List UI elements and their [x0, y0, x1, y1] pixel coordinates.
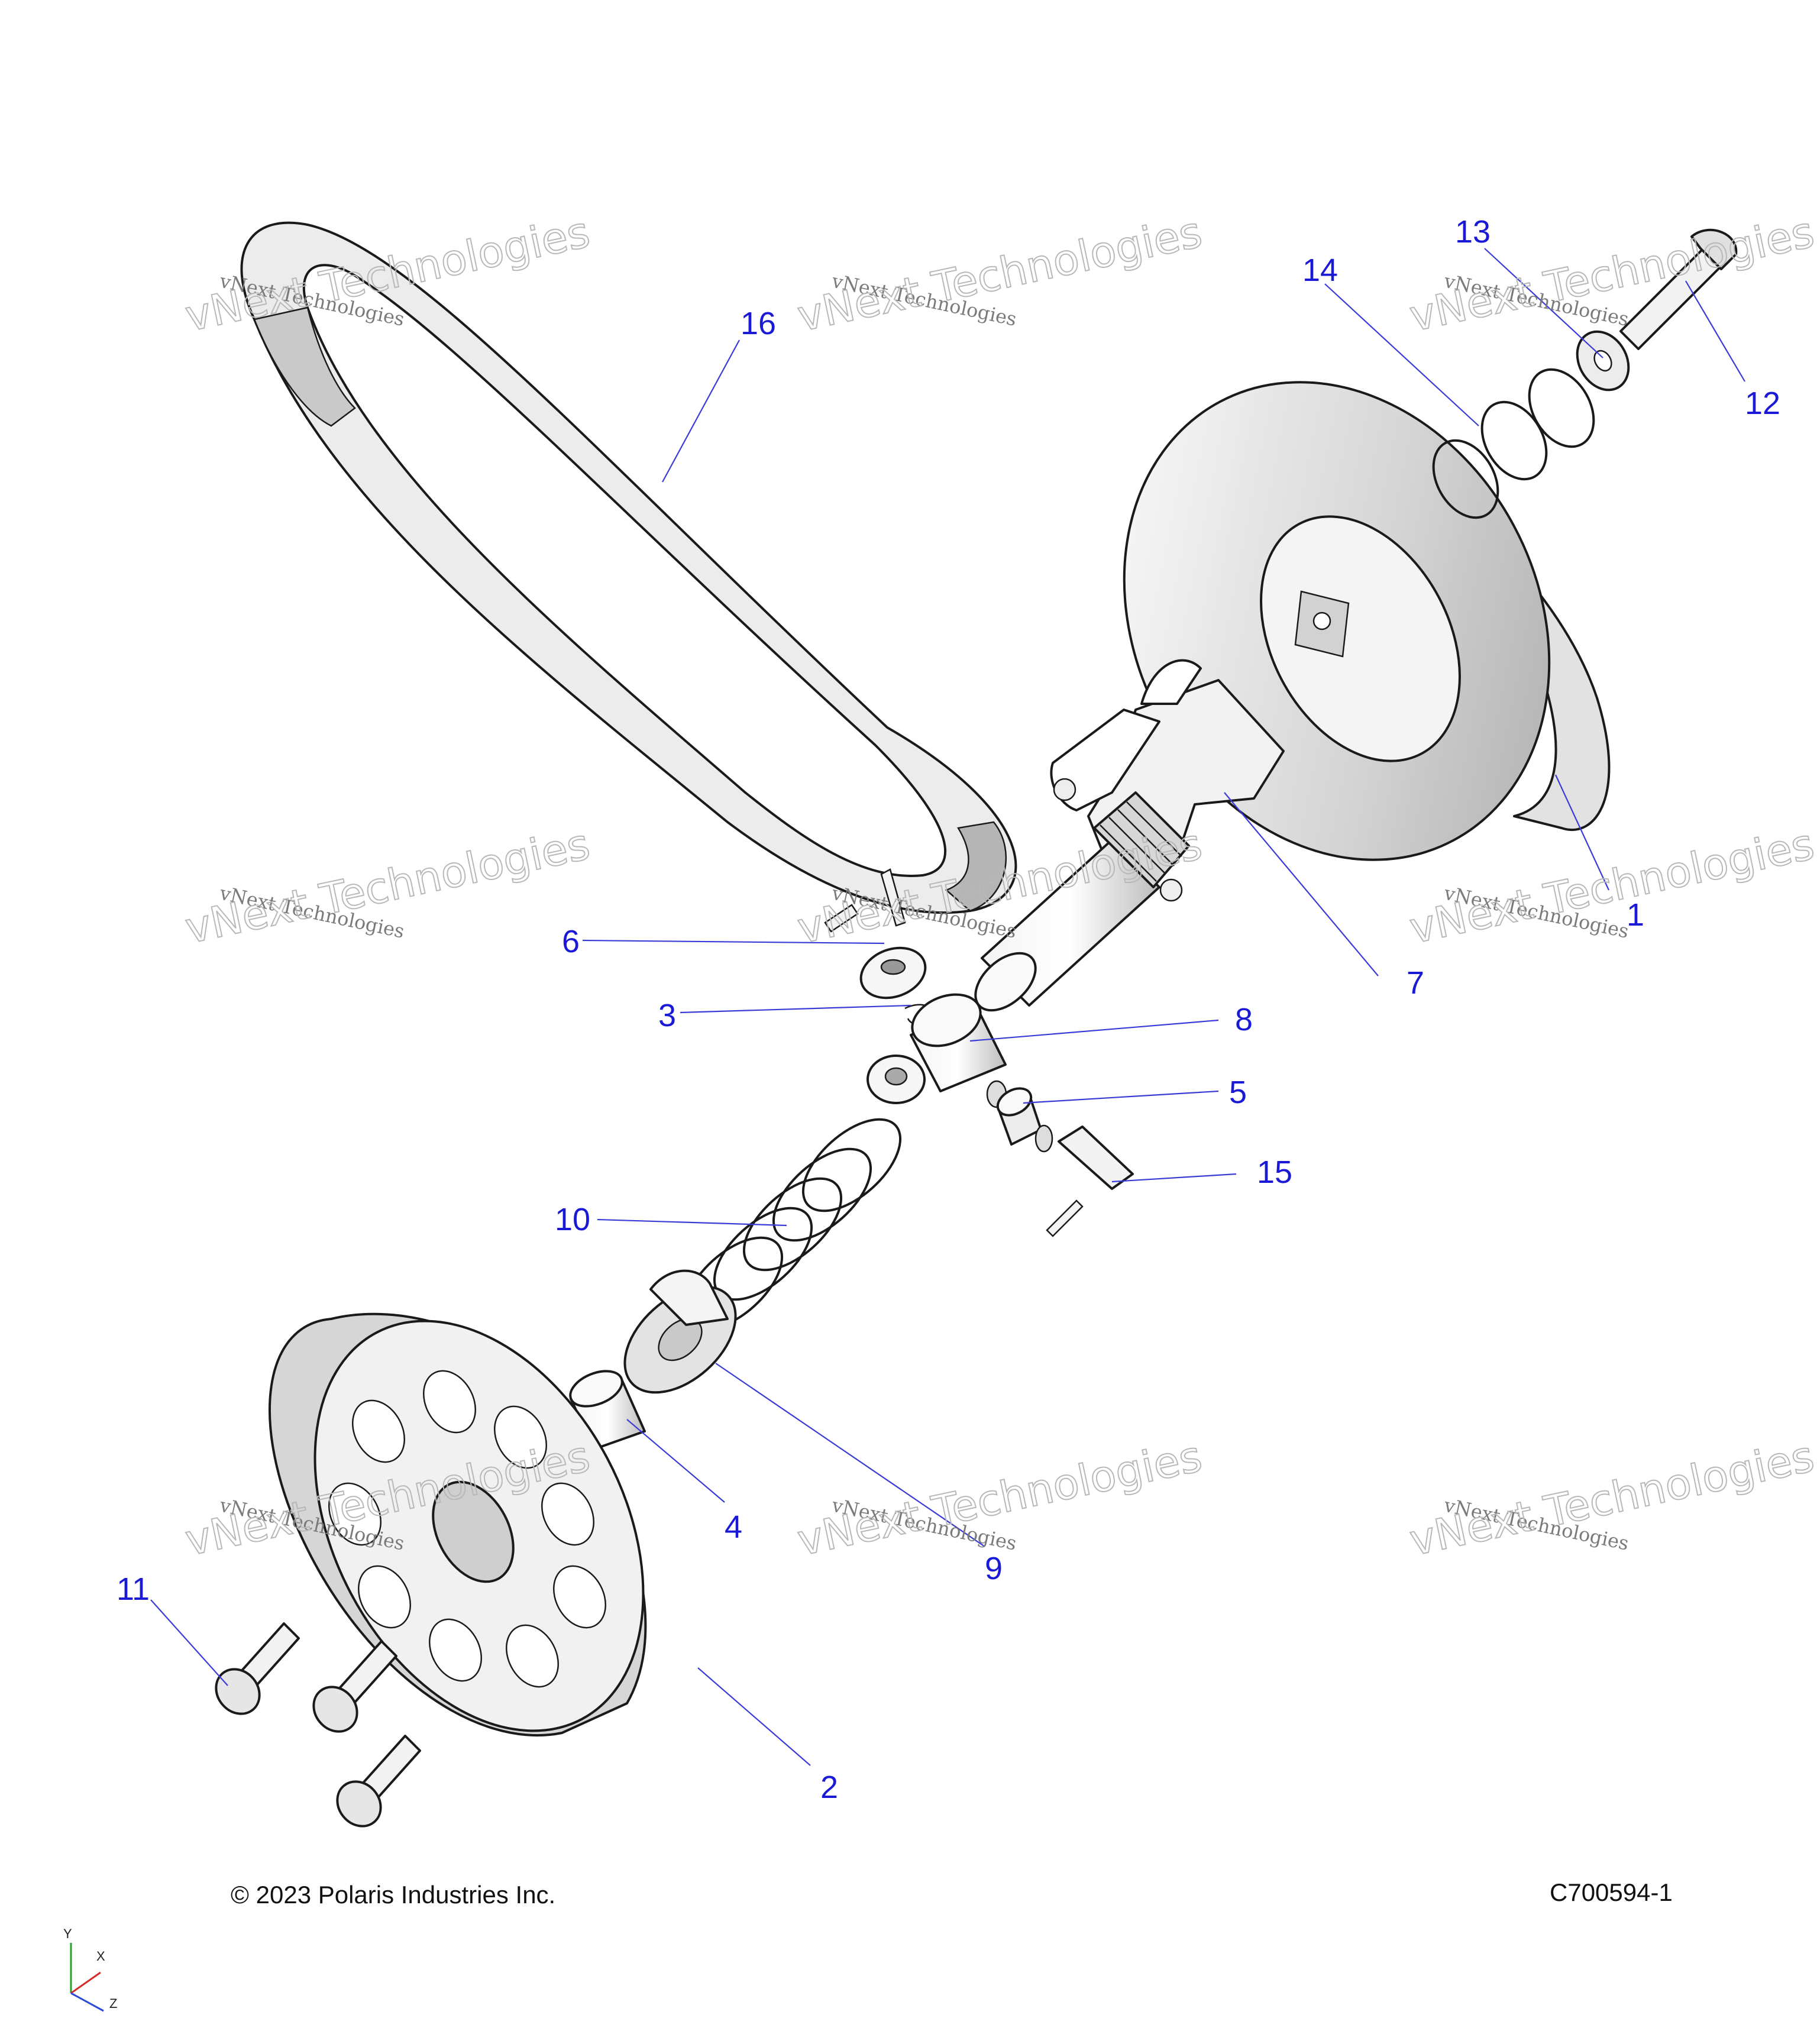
callout-15: 15 — [1257, 1154, 1292, 1190]
callout-13: 13 — [1455, 214, 1491, 250]
copyright-notice: © 2023 Polaris Industries Inc. — [231, 1881, 556, 1909]
callout-3: 3 — [658, 998, 676, 1033]
spring-seat-part-9 — [623, 1269, 737, 1394]
callout-10: 10 — [555, 1202, 590, 1237]
callout-4: 4 — [725, 1509, 742, 1545]
callout-14: 14 — [1302, 253, 1338, 288]
callout-labels: 1 2 3 4 5 6 7 8 9 10 11 12 13 14 15 16 — [117, 214, 1780, 1805]
callout-12: 12 — [1745, 386, 1780, 421]
callout-1: 1 — [1627, 897, 1644, 933]
pin-and-roller-part-6 — [824, 868, 927, 1000]
callout-6: 6 — [562, 924, 580, 959]
callout-2: 2 — [820, 1770, 838, 1805]
bolt-part-12 — [1619, 228, 1738, 350]
callout-16: 16 — [741, 306, 776, 341]
leader-lines — [150, 248, 1745, 1766]
callout-8: 8 — [1235, 1002, 1253, 1037]
callout-9: 9 — [985, 1551, 1003, 1586]
bushing-part-8 — [910, 993, 1007, 1092]
axis-triad-icon: Y X Z — [63, 1926, 117, 2012]
pin-part-15 — [1046, 1126, 1134, 1237]
callout-11: 11 — [117, 1571, 150, 1607]
shims-part-14 — [1432, 368, 1595, 519]
screws-part-11 — [215, 1622, 421, 1828]
diagram-code: C700594-1 — [1550, 1878, 1673, 1906]
post-shaft — [974, 791, 1190, 1012]
axis-x-label: X — [96, 1949, 105, 1964]
callout-7: 7 — [1407, 965, 1424, 1001]
fixed-sheave-part-2 — [268, 1312, 647, 1736]
axis-y-label: Y — [63, 1926, 72, 1941]
roller-part-5 — [986, 1080, 1053, 1153]
button-part — [867, 1055, 926, 1104]
callout-5: 5 — [1229, 1075, 1247, 1110]
drive-belt-part-16 — [240, 221, 1017, 914]
axis-z-label: Z — [109, 1996, 117, 2011]
